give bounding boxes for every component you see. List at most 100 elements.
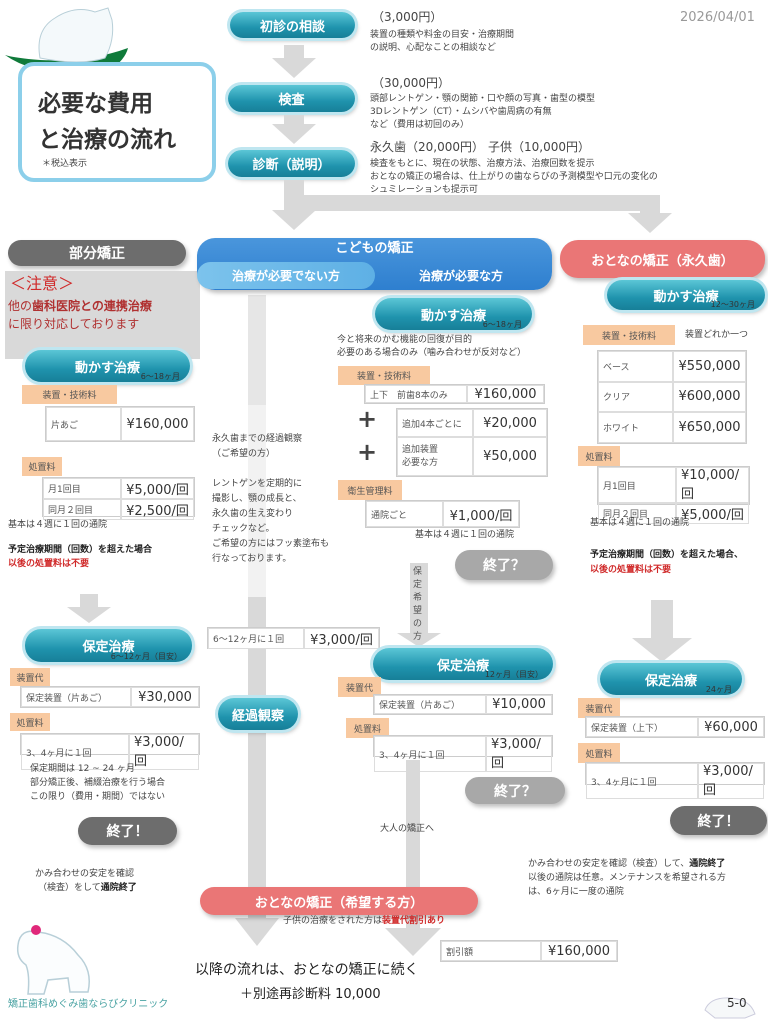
- discount-table: 割引額¥160,000: [440, 940, 618, 962]
- tag-proc: 処置料: [578, 446, 620, 466]
- note: は、6ヶ月に一度の通院: [528, 887, 624, 897]
- arrow-down-icon: [632, 638, 692, 662]
- note: この限り（費用・期間）ではない: [30, 792, 166, 802]
- kids-device-table: 上下 前歯8本のみ¥160,000: [364, 384, 545, 404]
- tag-device: 装置代: [10, 668, 50, 686]
- arrow-down-icon: [628, 213, 672, 233]
- adult-ret-device-table: 保定装置（上下）¥60,000: [585, 716, 765, 738]
- partial-device-table: 片あご¥160,000: [45, 406, 195, 442]
- kids-hyg-table: 通院ごと¥1,000/回: [365, 500, 520, 528]
- partial-proc-table: 月1回目¥5,000/回同月２回目¥2,500/回: [42, 477, 195, 520]
- observe-table: 6〜12ヶ月に１回¥3,000/回: [207, 627, 380, 649]
- tag-proc: 処置料: [346, 718, 389, 738]
- adult-header: おとなの矯正（永久歯）: [560, 240, 765, 278]
- end-question-badge: 終了？: [455, 550, 553, 580]
- step-label: 検査: [278, 93, 305, 108]
- end-badge: 終了！: [670, 806, 767, 835]
- observe-note-line: （ご希望の方）: [212, 449, 276, 459]
- over-note-red: 以後の処置料は不要: [590, 565, 672, 575]
- note: 部分矯正後、補綴治療を行う場合: [30, 778, 166, 788]
- observe-note-line: ご希望の方にはフッ素塗布も: [212, 539, 330, 549]
- kids-need: 治療が必要な方: [418, 269, 503, 283]
- over-note: 予定治療期間（回数）を超えた場合: [8, 545, 153, 555]
- kids-no-need: 治療が必要でない方: [197, 262, 375, 289]
- step-desc: 検査をもとに、現在の状態、治療方法、治療回数を提示: [370, 159, 595, 169]
- visit-note: 基本は４週に１回の通院: [590, 518, 690, 528]
- step-label: 診断（説明）: [252, 158, 331, 173]
- kids-header-label: こどもの矯正: [335, 241, 414, 256]
- plus-icon: +: [357, 438, 378, 466]
- device-note: 装置どれか一つ: [685, 330, 749, 340]
- step-desc: 装置の種類や料金の目安・治療期間: [370, 30, 515, 40]
- step-desc: の説明、心配なことの相談など: [370, 43, 496, 53]
- page-number: 5-0: [727, 996, 747, 1010]
- observe-note-line: 撮影し、顎の成長と、: [212, 494, 302, 504]
- tag-device: 装置・技術料: [583, 325, 675, 345]
- small-bear-icon: [704, 997, 756, 1019]
- plus-icon: +: [357, 405, 378, 433]
- step-diagnosis: 診断（説明）: [228, 150, 355, 177]
- note: かみ合わせの安定を確認（検査）して、通院終了: [528, 859, 726, 869]
- visit-note: 基本は４週に１回の通院: [415, 530, 515, 540]
- arrow-down-icon: [272, 58, 316, 78]
- step-desc: シュミレーションも提示可: [370, 185, 478, 195]
- visit-note: 基本は４週に１回の通院: [8, 520, 108, 530]
- observe-note-line: 永久歯の生え変わり: [212, 509, 294, 519]
- notice-box: [5, 271, 200, 359]
- adult-proc-table: 月1回目¥10,000/回同月２回目¥5,000/回: [597, 466, 750, 524]
- title-box: [18, 62, 216, 182]
- tag-device: 装置・技術料: [22, 385, 117, 404]
- observe-note-line: レントゲンを定期的に: [212, 479, 303, 489]
- partial-header: 部分矯正: [8, 240, 186, 266]
- bear-illustration: [16, 925, 90, 995]
- date: 2026/04/01: [680, 10, 755, 25]
- step-price: （30,000円）: [372, 76, 450, 90]
- tag-hygiene: 衛生管理料: [338, 480, 402, 500]
- note: （検査）をして通院終了: [38, 883, 137, 893]
- step-consultation: 初診の相談: [230, 12, 355, 38]
- step-desc: おとなの矯正の場合は、仕上がりの歯ならびの予測模型や口元の変化の: [370, 172, 658, 182]
- step-desc: 3Dレントゲン（CT）・ムシバや歯周病の有無: [370, 107, 552, 117]
- tag-device: 装置・技術料: [338, 366, 430, 385]
- tag-device: 装置代: [578, 698, 620, 718]
- note: 以後の通院は任意。メンテナンスを希望される方: [528, 873, 726, 883]
- note: 今と将来のかむ機能の回復が目的: [337, 335, 473, 345]
- retain-wish-label: 保定希望の方: [413, 567, 423, 642]
- tag-proc: 処置料: [10, 713, 50, 731]
- partial-ret-proc-table: 3、4ヶ月に１回¥3,000/回: [20, 733, 200, 770]
- kids-ret-device-table: 保定装置（片あご）¥10,000: [373, 694, 553, 715]
- arrow-down-icon: [272, 124, 316, 144]
- note: 保定期間は 12 ~ 24 ヶ月: [30, 764, 135, 774]
- partial-ret-device-table: 保定装置（片あご）¥30,000: [20, 686, 200, 708]
- discount-note: 子供の治療をされた方は装置代割引あり: [283, 916, 446, 926]
- step-desc: など（費用は初回のみ）: [370, 120, 470, 130]
- clinic-name: 矯正歯科めぐみ歯ならびクリニック: [8, 999, 169, 1010]
- arrow-down-icon: [397, 633, 441, 647]
- note: 必要のある場合のみ（噛み合わせが反対など）: [337, 348, 527, 358]
- notice-line2: に限り対応しております: [8, 317, 140, 331]
- notice-title: ＜注意＞: [10, 274, 75, 293]
- tag-device: 装置代: [338, 677, 381, 697]
- over-note: 予定治療期間（回数）を超えた場合、: [590, 550, 744, 560]
- end-badge: 終了！: [78, 817, 177, 845]
- observe-pill: 経過観察: [218, 698, 298, 730]
- to-adult-label: 大人の矯正へ: [380, 824, 435, 834]
- step-price: 永久歯（20,000円）: [370, 140, 484, 154]
- step-label: 初診の相談: [259, 19, 325, 35]
- step-price-child: 子供（10,000円）: [488, 140, 590, 154]
- kids-ret-proc-table: 3、4ヶ月に１回¥3,000/回: [373, 735, 553, 772]
- step-desc: 頭部レントゲン・顎の関節・口や顔の写真・歯型の模型: [370, 94, 596, 104]
- continue-note: 以降の流れは、おとなの矯正に続く: [195, 962, 419, 978]
- page-title-line1: 必要な費用: [38, 91, 153, 117]
- tax-note: ＊税込表示: [42, 159, 88, 169]
- tag-proc: 処置料: [22, 457, 62, 476]
- arrow-down-icon: [67, 607, 111, 623]
- note: かみ合わせの安定を確認: [35, 869, 135, 879]
- arrow-down-icon: [385, 928, 441, 956]
- notice-line1: 他の歯科医院との連携治療: [8, 299, 152, 313]
